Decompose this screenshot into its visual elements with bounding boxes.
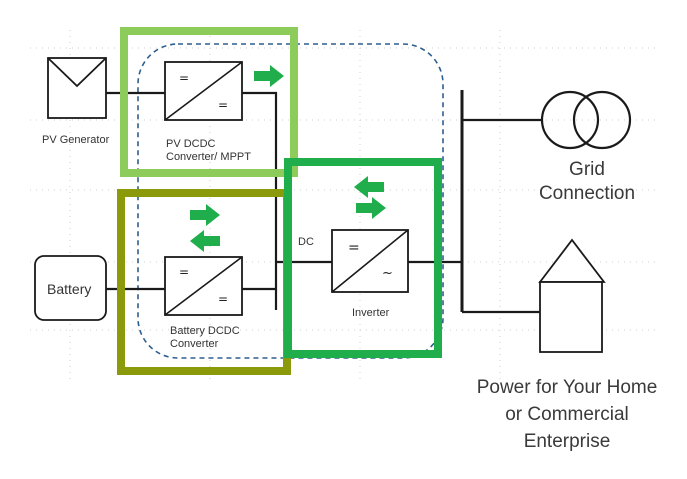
pv-converter-highlight-frame <box>120 27 298 177</box>
arrow-right-icon <box>356 197 386 219</box>
battery-dcdc-label-line1: Battery DCDC <box>170 325 240 337</box>
house-icon <box>538 238 606 353</box>
pv-converter-dc-out-symbol: = <box>218 98 229 112</box>
arrow-right-icon <box>254 65 284 87</box>
battery-dcdc-converter-box <box>164 256 243 316</box>
battery-dcdc-label-line2: Converter <box>170 338 219 350</box>
pv-dcdc-label-line1: PV DCDC <box>166 138 216 150</box>
home-label-line1: Power for Your Home <box>476 377 658 398</box>
home-label-line3: Enterprise <box>523 431 611 452</box>
arrow-left-icon <box>190 230 220 252</box>
pv-generator-icon <box>47 57 107 119</box>
battery-box <box>34 255 107 321</box>
inverter-box <box>331 229 409 293</box>
battery-converter-dc-out-symbol: = <box>218 292 229 306</box>
grid-connection-label-line1: Grid <box>569 159 605 180</box>
pv-dcdc-converter-box <box>164 61 243 121</box>
arrow-left-icon <box>354 176 384 198</box>
battery-label: Battery <box>47 281 92 297</box>
arrow-right-icon <box>190 204 220 226</box>
pv-dcdc-label-line2: Converter/ MPPT <box>166 151 251 163</box>
pv-generator-label: PV Generator <box>42 134 110 146</box>
home-label-line2: or Commercial <box>505 404 629 425</box>
transformer-icon <box>540 90 632 150</box>
inverter-label: Inverter <box>352 307 390 319</box>
inverter-highlight-frame <box>284 158 442 358</box>
battery-converter-dc-in-symbol: = <box>179 265 190 279</box>
dc-bus-label: DC <box>298 236 314 248</box>
inverter-dc-symbol: = <box>348 240 360 256</box>
wires <box>106 90 542 314</box>
flow-arrows <box>190 65 386 252</box>
grid-connection-label-line2: Connection <box>538 183 636 204</box>
pv-converter-dc-in-symbol: = <box>179 71 190 85</box>
inverter-ac-symbol: ~ <box>382 266 393 281</box>
